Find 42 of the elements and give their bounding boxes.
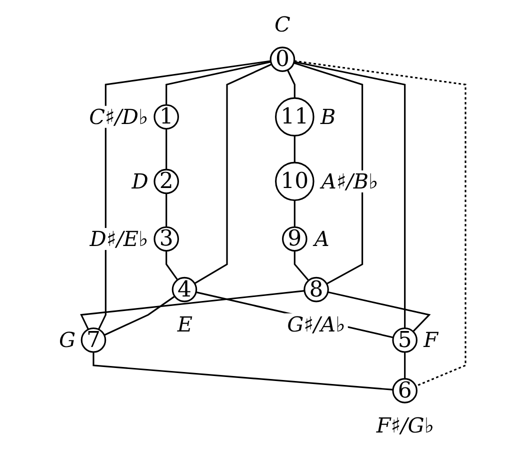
connector xyxy=(80,290,305,330)
connector xyxy=(286,70,296,98)
connector xyxy=(166,250,178,280)
note-name: D xyxy=(132,169,148,194)
connector xyxy=(194,64,272,284)
connector xyxy=(294,200,296,228)
node-circle: 11 xyxy=(275,97,314,137)
node-circle: 3 xyxy=(154,226,179,252)
connector xyxy=(328,291,431,332)
node-circle: 4 xyxy=(172,276,198,302)
connector xyxy=(294,62,364,285)
note-name: F xyxy=(424,328,438,352)
connector xyxy=(166,61,272,105)
connector xyxy=(294,60,406,328)
note-name: C♯/D♭ xyxy=(89,104,148,129)
node-circle: 9 xyxy=(282,226,308,252)
connector xyxy=(294,60,466,387)
node-circle: 5 xyxy=(392,327,418,353)
node-circle: 0 xyxy=(270,46,296,72)
connector xyxy=(404,352,406,379)
note-name: A xyxy=(314,226,330,251)
node-circle: 7 xyxy=(80,327,106,353)
note-name: G xyxy=(58,328,76,352)
connector xyxy=(166,128,168,170)
node-circle: 2 xyxy=(154,168,179,194)
connector xyxy=(166,193,168,228)
connector xyxy=(92,352,394,391)
connector xyxy=(104,296,176,336)
note-name: B xyxy=(320,104,336,129)
node-circle: 1 xyxy=(154,104,179,130)
note-name: F♯/G♭ xyxy=(376,413,434,438)
note-name: G♯/A♭ xyxy=(287,312,346,336)
node-circle: 6 xyxy=(392,378,418,404)
node-circle: 10 xyxy=(275,162,314,202)
connector xyxy=(98,60,271,330)
connector xyxy=(294,250,310,282)
node-circle: 8 xyxy=(304,276,329,302)
note-name: E xyxy=(177,312,192,336)
note-name: A♯/B♭ xyxy=(321,169,378,194)
connector xyxy=(294,136,296,163)
note-name: D♯/E♭ xyxy=(90,226,148,251)
note-name: C xyxy=(274,12,290,36)
